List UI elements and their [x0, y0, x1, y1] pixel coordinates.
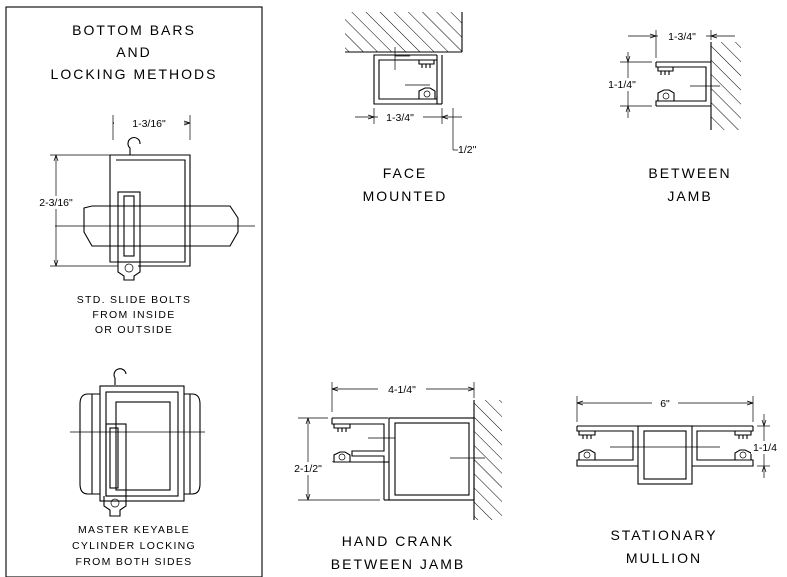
mullion-height-dim: 1-1/4 — [753, 442, 777, 454]
face-mounted-caption-line-1: FACE — [383, 165, 428, 181]
hand-crank-caption-line-1: HAND CRANK — [342, 533, 455, 549]
slide-bolt-width-dim: 1-3/16" — [132, 118, 166, 130]
face-mounted-caption-line-2: MOUNTED — [363, 188, 448, 204]
hand-crank-height-dim: 2-1/2" — [294, 463, 322, 475]
master-key-caption-line-1: MASTER KEYABLE — [78, 524, 190, 536]
between-jamb-drawing: 1-3/4" 1-1/4" BETWEEN JAMB — [600, 30, 741, 204]
hand-crank-drawing: 4-1/4" 2-1/2" HAND CRANK BETWEEN JAMB — [283, 382, 502, 572]
slide-bolt-bar-drawing: 1-3/16" 2-3/16" — [28, 115, 255, 281]
slide-bolt-caption-line-2: FROM INSIDE — [92, 309, 175, 321]
panel-title-line-3: LOCKING METHODS — [51, 66, 218, 82]
mullion-caption-line-1: STATIONARY — [610, 527, 717, 543]
slide-bolt-caption-line-1: STD. SLIDE BOLTS — [77, 294, 192, 306]
between-jamb-width-dim: 1-3/4" — [668, 31, 696, 43]
master-key-cylinder-drawing — [70, 368, 205, 517]
between-jamb-caption-line-1: BETWEEN — [648, 165, 731, 181]
panel-border — [5, 6, 263, 577]
hand-crank-caption-line-2: BETWEEN JAMB — [331, 556, 465, 572]
master-key-caption-line-2: CYLINDER LOCKING — [72, 540, 196, 552]
panel-title-line-1: BOTTOM BARS — [72, 22, 196, 38]
slide-bolt-height-dim: 2-3/16" — [39, 197, 73, 209]
mullion-width-dim: 6" — [660, 398, 670, 410]
face-mounted-offset-dim: 1/2" — [458, 144, 477, 156]
between-jamb-height-dim: 1-1/4" — [608, 79, 636, 91]
stationary-mullion-drawing: 6" 1-1/4 STATIONARY MULLION — [576, 396, 787, 566]
panel-title-line-2: AND — [116, 44, 152, 60]
hand-crank-width-dim: 4-1/4" — [388, 384, 416, 396]
master-key-caption-line-3: FROM BOTH SIDES — [76, 556, 193, 568]
face-mounted-width-dim: 1-3/4" — [386, 112, 414, 124]
face-mounted-drawing: 1-3/4" 1/2" FACE MOUNTED — [345, 12, 477, 204]
slide-bolt-caption-line-3: OR OUTSIDE — [95, 324, 173, 336]
between-jamb-caption-line-2: JAMB — [667, 188, 712, 204]
mullion-caption-line-2: MULLION — [626, 550, 702, 566]
bottom-bars-panel: BOTTOM BARS AND LOCKING METHODS 1-3/16" … — [5, 6, 263, 577]
